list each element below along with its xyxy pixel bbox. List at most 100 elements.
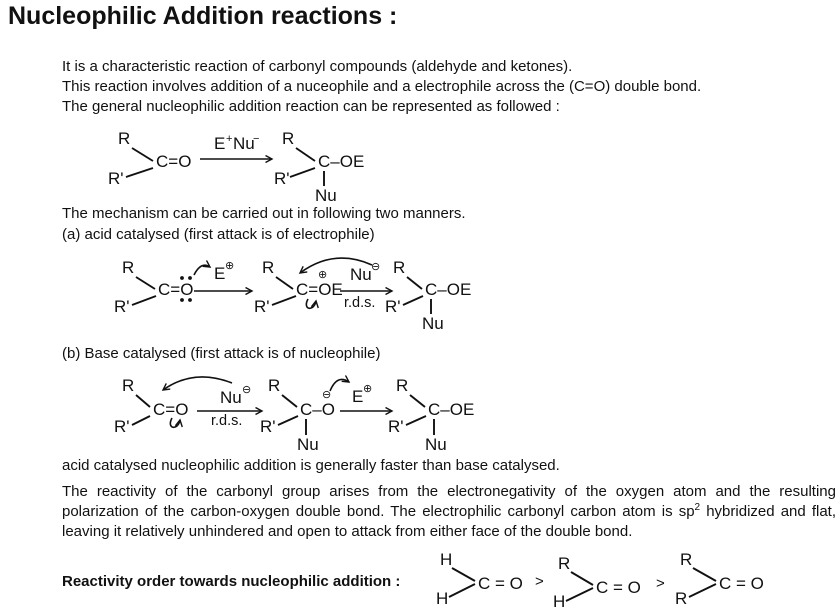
c-oe-label: C–OE <box>318 152 364 171</box>
mechanism-line: The mechanism can be carried out in foll… <box>62 205 466 222</box>
reagent-nu: Nu <box>233 134 255 153</box>
bond <box>277 415 299 426</box>
intro-paragraph: It is a characteristic reaction of carbo… <box>62 57 701 117</box>
c-eq-oe-label: C=OE <box>296 280 343 299</box>
reactivity-order-label: Reactivity order towards nucleophilic ad… <box>62 573 401 590</box>
bond <box>570 571 594 586</box>
bond <box>402 295 424 306</box>
ketone-structure: R C = O R <box>675 550 764 608</box>
general-reaction-scheme: R C=O R' E + Nu − R C–OE R' Nu <box>108 129 364 205</box>
curved-arrow-to-electrophile <box>329 379 349 392</box>
ominus-charge: ⊖ <box>322 389 331 401</box>
atom-label-h: H <box>553 592 565 608</box>
lone-pair-dot <box>180 276 184 280</box>
reaction-arrow: E + Nu − <box>200 133 272 159</box>
greater-than-sign: > <box>535 573 544 590</box>
nu-label: Nu <box>297 435 319 454</box>
bond <box>275 276 294 290</box>
curved-arrow-nu-attack <box>163 376 233 390</box>
bond <box>125 167 154 178</box>
bond <box>688 583 717 598</box>
curved-arrow-nu-attack <box>300 257 373 273</box>
carbonyl-with-lone-pairs: R C=O R' E ⊕ <box>114 258 234 316</box>
product-tetrahedral: R C–OE R' Nu <box>388 376 474 454</box>
electrophile-label: E <box>352 387 363 406</box>
atom-label-r-prime: R' <box>108 169 124 188</box>
rds-label: r.d.s. <box>211 413 242 429</box>
bond <box>135 394 151 408</box>
carbonyl-label: C=O <box>156 152 191 171</box>
reactivity-text-2: hybridized and flat, leaving it relative… <box>62 503 837 540</box>
atom-label-r-prime: R' <box>254 297 270 316</box>
atom-label-h: H <box>440 550 452 569</box>
rds-arrow: Nu ⊖ r.d.s. <box>340 261 392 311</box>
protonated-carbonyl: R C=OE ⊕ R' <box>254 257 373 316</box>
rds-label: r.d.s. <box>344 295 375 311</box>
oplus-charge: ⊕ <box>363 383 372 395</box>
reactivity-text-1: The reactivity of the carbonyl group ari… <box>62 483 836 520</box>
carbonyl-reactant: R C=O R' <box>114 376 233 436</box>
atom-label-r: R <box>675 589 687 608</box>
nucleophile-label: Nu <box>350 265 372 284</box>
atom-label-r: R <box>118 129 130 148</box>
atom-label-h: H <box>436 589 448 608</box>
lone-pair-dot <box>188 298 192 302</box>
bond <box>565 587 594 602</box>
reactivity-paragraph: The reactivity of the carbonyl group ari… <box>62 482 836 542</box>
product-tetrahedral: R C–OE R' Nu <box>385 258 471 333</box>
nu-label: Nu <box>315 186 337 205</box>
c-oe-label: C–OE <box>428 400 474 419</box>
atom-label-r: R <box>558 554 570 573</box>
plus-charge: + <box>226 133 232 145</box>
atom-label-r-prime: R' <box>114 417 130 436</box>
acid-heading: (a) acid catalysed (first attack is of e… <box>62 226 375 243</box>
bond <box>289 167 316 178</box>
atom-label-r: R <box>262 258 274 277</box>
bond <box>131 147 154 162</box>
bond <box>448 583 476 598</box>
mechanism-intro: The mechanism can be carried out in foll… <box>62 203 466 245</box>
atom-label-r-prime: R' <box>114 297 130 316</box>
atom-label-r: R <box>268 376 280 395</box>
aldehyde-structure: R C = O H <box>553 554 641 608</box>
lone-pair-dot <box>188 276 192 280</box>
atom-label-r: R <box>282 129 294 148</box>
alkoxide-intermediate: R C–O ⊖ E ⊕ R' Nu <box>260 376 372 454</box>
reactant-carbonyl: R C=O R' <box>108 129 191 188</box>
bond <box>451 567 476 582</box>
atom-label-r-prime: R' <box>274 169 290 188</box>
faster-note: acid catalysed nucleophilic addition is … <box>62 457 560 474</box>
bond <box>281 394 298 408</box>
rds-arrow: Nu ⊖ r.d.s. <box>197 384 262 429</box>
carbonyl-label: C = O <box>596 578 641 597</box>
curved-arrow-pi-bond <box>305 298 316 310</box>
bond <box>131 295 157 306</box>
atom-label-r: R <box>393 258 405 277</box>
ominus-charge: ⊖ <box>242 384 251 396</box>
oplus-charge: ⊕ <box>318 269 327 281</box>
bond <box>406 276 423 290</box>
lone-pair-dot <box>180 298 184 302</box>
bond <box>295 147 316 162</box>
carbonyl-label: C=O <box>158 280 193 299</box>
atom-label-r: R <box>680 550 692 569</box>
bond <box>409 394 426 408</box>
nu-label: Nu <box>422 314 444 333</box>
atom-label-r: R <box>122 258 134 277</box>
atom-label-r-prime: R' <box>385 297 401 316</box>
bond <box>692 567 717 582</box>
sp2-superscript: 2 <box>694 502 701 513</box>
product-tetrahedral: R C–OE R' Nu <box>274 129 364 205</box>
greater-than-sign: > <box>656 575 665 592</box>
intro-line-2: This reaction involves addition of a nuc… <box>62 78 702 95</box>
base-heading: (b) Base catalysed (first attack is of n… <box>62 345 381 362</box>
curved-arrow-pi-bond <box>169 417 180 429</box>
reactivity-order-structures: H C = O H > R C = O H > R C = O R <box>436 550 764 608</box>
bond <box>271 295 297 306</box>
intro-line-1: It is a characteristic reaction of carbo… <box>62 58 573 75</box>
atom-label-r: R <box>122 376 134 395</box>
bond <box>131 415 151 426</box>
intro-line-3: The general nucleophilic addition reacti… <box>62 98 560 115</box>
formaldehyde-structure: H C = O H <box>436 550 523 608</box>
